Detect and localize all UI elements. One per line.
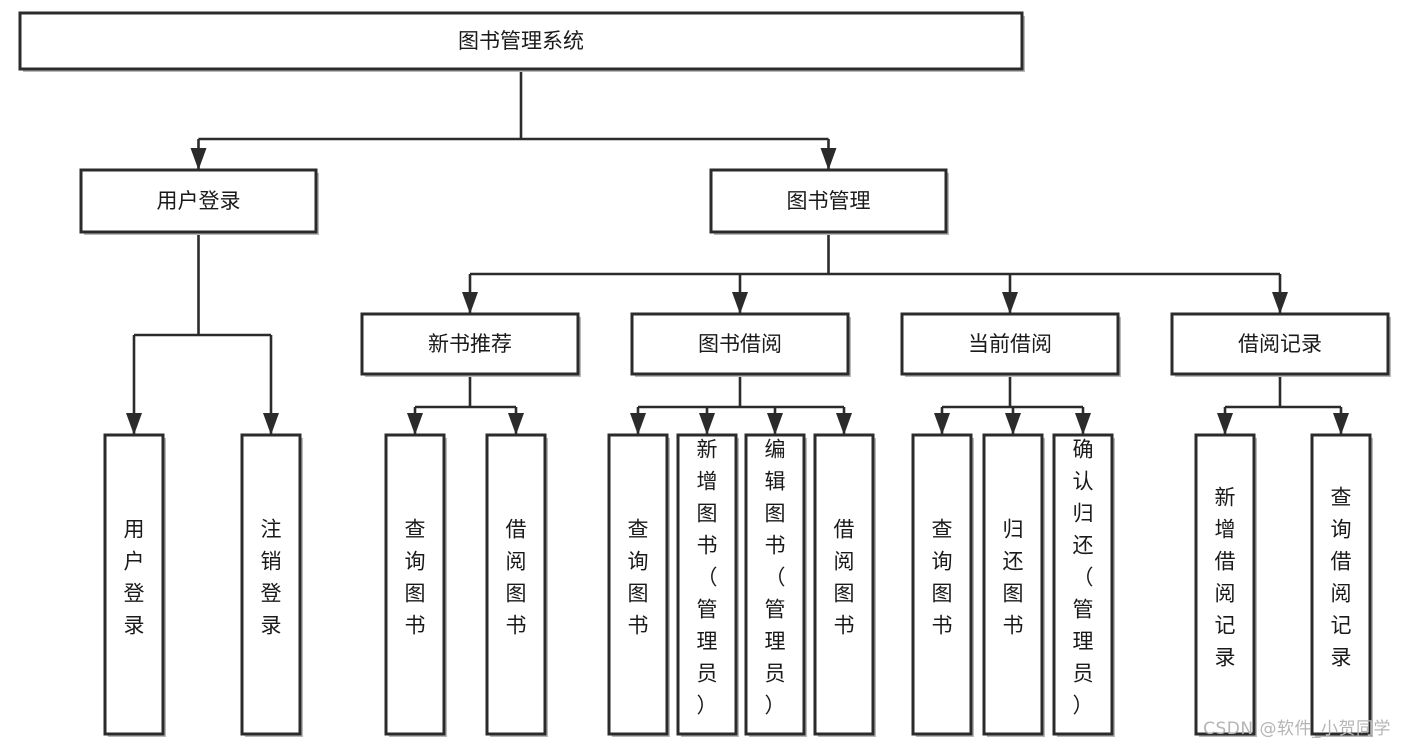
node-leaf-borrow-book[interactable]: 借阅图书 [813, 433, 876, 737]
arrow-head-icon [126, 413, 142, 435]
arrow-head-icon [1217, 413, 1233, 435]
arrow-head-icon [1075, 413, 1091, 435]
node-label: 当前借阅 [968, 332, 1052, 356]
node-box [1170, 312, 1390, 376]
node-leaf-borrow-book-recommend[interactable]: 借阅图书 [485, 433, 548, 737]
node-leaf-query-book-borrow[interactable]: 查询图书 [607, 433, 670, 737]
node-box [630, 312, 850, 376]
node-box [982, 433, 1044, 736]
node-box [384, 433, 446, 736]
node-label: 图书管理系统 [458, 29, 584, 53]
node-leaf-user-login[interactable]: 用户登录 [103, 433, 166, 737]
arrow-head-icon [190, 148, 207, 170]
node-label: 查询图书 [628, 518, 649, 638]
node-label: 查询图书 [932, 518, 953, 638]
node-borrow-record[interactable]: 借阅记录 [1170, 312, 1391, 377]
node-leaf-add-book[interactable]: 新增图书（管理员） [676, 433, 739, 737]
arrow-head-icon [630, 413, 646, 435]
node-leaf-return-book[interactable]: 归还图书 [982, 433, 1045, 737]
node-label: 查询图书 [405, 518, 426, 638]
node-box [911, 433, 973, 736]
arrow-head-icon [820, 148, 837, 170]
node-leaf-logout[interactable]: 注销登录 [240, 433, 303, 737]
node-leaf-confirm-return[interactable]: 确认归还（管理员） [1052, 433, 1115, 737]
node-label: 注销登录 [261, 518, 282, 638]
node-box [607, 433, 669, 736]
node-leaf-edit-book[interactable]: 编辑图书（管理员） [744, 433, 807, 737]
node-root[interactable]: 图书管理系统 [18, 11, 1025, 72]
connector-layer [126, 69, 1349, 435]
node-label: 归还图书 [1003, 518, 1024, 638]
arrow-head-icon [508, 413, 524, 435]
node-box [813, 433, 875, 736]
node-leaf-add-borrow-record[interactable]: 新增借阅记录 [1194, 433, 1257, 737]
arrow-head-icon [1333, 413, 1349, 435]
node-box [1194, 433, 1256, 736]
node-label: 图书借阅 [698, 332, 782, 356]
node-label: 图书管理 [787, 189, 871, 213]
node-box [103, 433, 165, 736]
csdn-watermark: CSDN @软件_小贺同学 [1203, 719, 1391, 739]
node-label: 用户登录 [124, 518, 145, 638]
node-label: 新增图书（管理员） [697, 438, 718, 718]
node-leaf-query-borrow-record[interactable]: 查询借阅记录 [1310, 433, 1373, 737]
node-box [709, 168, 948, 234]
node-label: 编辑图书（管理员） [765, 438, 786, 718]
node-leaf-query-book-recommend[interactable]: 查询图书 [384, 433, 447, 737]
node-box [676, 433, 738, 736]
node-box [79, 168, 318, 234]
node-box [900, 312, 1120, 376]
node-box [744, 433, 806, 736]
node-label: 用户登录 [157, 189, 241, 213]
node-box [1052, 433, 1114, 736]
node-box [360, 312, 580, 376]
node-label: 新书推荐 [428, 332, 512, 356]
arrow-head-icon [462, 292, 478, 314]
node-label: 借阅图书 [506, 518, 527, 638]
node-label: 新增借阅记录 [1215, 486, 1236, 670]
node-label: 确认归还（管理员） [1073, 438, 1094, 718]
arrow-head-icon [1272, 292, 1288, 314]
arrow-head-icon [699, 413, 715, 435]
arrow-head-icon [732, 292, 748, 314]
node-label: 借阅记录 [1238, 332, 1322, 356]
node-book-borrow[interactable]: 图书借阅 [630, 312, 851, 377]
node-current-borrow[interactable]: 当前借阅 [900, 312, 1121, 377]
node-box [240, 433, 302, 736]
arrow-head-icon [1005, 413, 1021, 435]
node-book-management[interactable]: 图书管理 [709, 168, 949, 235]
arrow-head-icon [263, 413, 279, 435]
node-box [1310, 433, 1372, 736]
node-new-book-recommend[interactable]: 新书推荐 [360, 312, 581, 377]
arrow-head-icon [1002, 292, 1018, 314]
node-label: 借阅图书 [834, 518, 855, 638]
node-box [18, 11, 1024, 71]
node-box [485, 433, 547, 736]
arrow-head-icon [767, 413, 783, 435]
arrow-head-icon [836, 413, 852, 435]
node-user-login[interactable]: 用户登录 [79, 168, 319, 235]
node-layer: 图书管理系统用户登录图书管理新书推荐图书借阅当前借阅借阅记录用户登录注销登录查询… [18, 11, 1391, 737]
node-leaf-query-book-current[interactable]: 查询图书 [911, 433, 974, 737]
node-label: 查询借阅记录 [1331, 486, 1352, 670]
arrow-head-icon [407, 413, 423, 435]
arrow-head-icon [934, 413, 950, 435]
